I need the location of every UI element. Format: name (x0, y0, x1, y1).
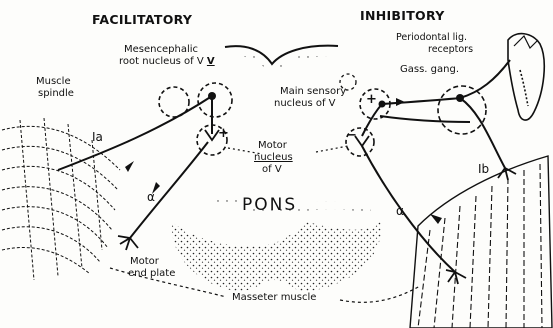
golgi-ending-right (446, 168, 516, 284)
label-periodontal-line2: receptors (428, 44, 473, 55)
label-alpha-left: α (147, 192, 155, 203)
label-motor-nucleus-line3: of V (262, 164, 282, 175)
mesencephalic-nucleus-right (198, 83, 232, 117)
facilitatory-nodes (125, 92, 219, 194)
label-mesencephalic-line1: Mesencephalic (124, 44, 198, 55)
pons-body (172, 222, 381, 291)
brainstem-top-stipple (228, 50, 335, 74)
label-motor-end-plate-line1: Motor (130, 256, 159, 267)
sign-minus-right: − (346, 130, 357, 141)
label-main-sensory-line1: Main sensory (280, 86, 346, 97)
gasserian-ganglion (438, 86, 486, 134)
label-motor-nucleus-line2: nucleus (254, 152, 293, 163)
sign-plus-left: + (218, 128, 229, 139)
label-motor-nucleus-line1: Motor (258, 140, 287, 151)
inhibitory-nodes (355, 94, 464, 224)
label-ib: Ib (478, 164, 489, 175)
label-roman-v: V (207, 56, 215, 67)
sign-plus-right: + (366, 94, 377, 105)
label-pons: PONS (242, 200, 297, 211)
heading-inhibitory: INHIBITORY (360, 10, 445, 21)
label-muscle-spindle-line1: Muscle (36, 76, 71, 87)
label-periodontal-line1: Periodontal lig. (396, 32, 467, 43)
motor-end-plate-left (118, 236, 138, 250)
leader-masseter-right (340, 286, 420, 302)
tooth-drawing (508, 34, 544, 120)
label-mesencephalic-line2: root nucleus of V V (119, 56, 215, 67)
leader-motor-right (316, 146, 348, 152)
label-alpha-right: α (396, 206, 404, 217)
label-main-sensory-line2: nucleus of V (274, 98, 336, 109)
label-muscle-spindle-line2: spindle (38, 88, 74, 99)
masseter-muscle-drawing (410, 156, 552, 328)
facilitatory-pathway (58, 96, 212, 238)
label-gasserian-ganglion: Gass. gang. (400, 64, 459, 75)
label-motor-end-plate-line2: end plate (128, 268, 175, 279)
label-mesencephalic-text: root nucleus of V (119, 56, 204, 67)
label-ia: Ia (92, 132, 103, 143)
label-masseter-muscle: Masseter muscle (232, 292, 316, 303)
heading-facilitatory: FACILITATORY (92, 14, 192, 25)
